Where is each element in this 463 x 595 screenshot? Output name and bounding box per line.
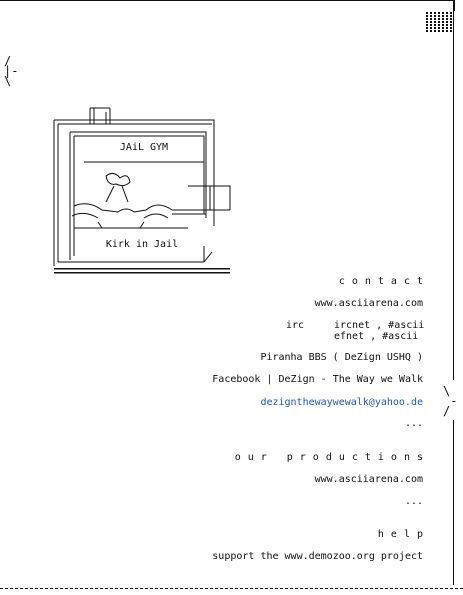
frame-top-border [0,0,455,11]
facebook-link[interactable]: Facebook | DeZign - The Way we Walk [212,374,423,385]
frame-right-border [453,0,454,380]
irc-network-2: efnet , #ascii [334,331,419,342]
productions-more: ... [404,496,423,507]
ascii-art-lines [53,107,231,274]
email-link[interactable]: dezignthewaywewalk@yahoo.de [260,397,423,408]
right-bracket-mark: \ - / [443,384,458,418]
contact-site-link[interactable]: www.asciiarena.com [314,298,423,309]
productions-heading: our productions [234,452,430,463]
frame-right-border-lower [453,420,454,585]
left-bracket-mark: / |- \ [4,54,19,88]
irc-network-1: ircnet , #ascii [334,320,425,331]
productions-site-link[interactable]: www.asciiarena.com [314,474,423,485]
contact-heading: contact [338,276,430,287]
help-heading: help [377,529,430,540]
corner-dot-pattern [426,12,453,32]
contact-more: ... [404,418,423,429]
art-title: JAiL GYM [119,142,169,153]
help-text[interactable]: support the www.demozoo.org project [212,551,423,562]
bbs-info: Piranha BBS ( DeZign USHQ ) [260,352,423,363]
frame-bottom-border [0,588,463,589]
ascii-art-jail-gym: JAiL GYM Kirk in Jail [44,106,240,276]
irc-label: irc [286,320,305,331]
art-caption: Kirk in Jail [105,239,179,250]
